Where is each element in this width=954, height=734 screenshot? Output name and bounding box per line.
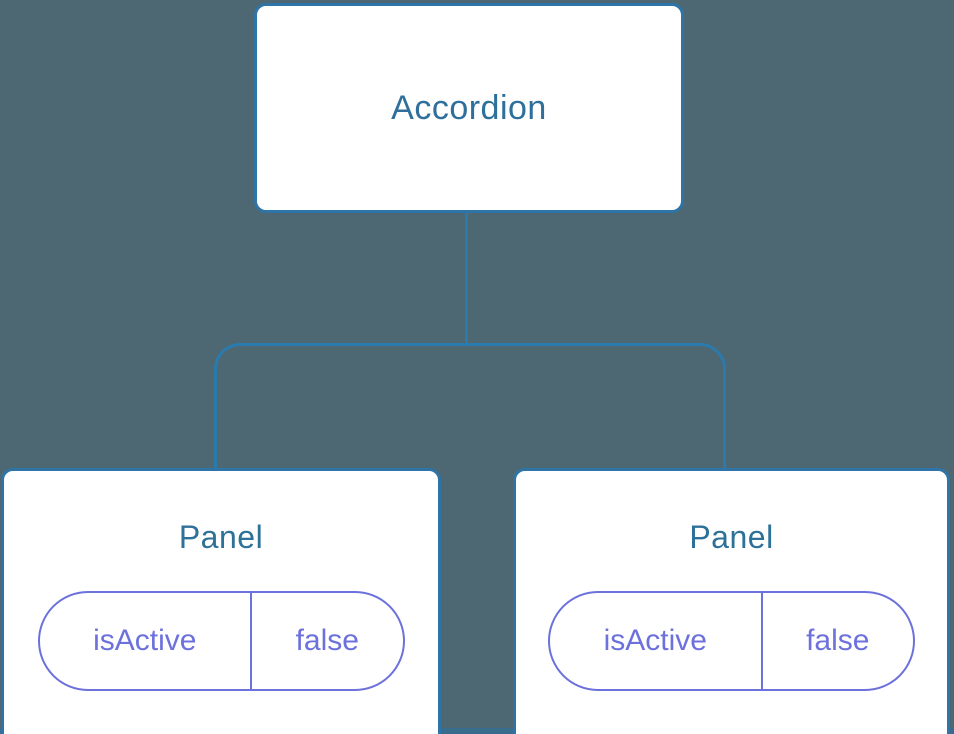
tree-connector-branch <box>214 343 726 471</box>
state-key: isActive <box>40 593 253 689</box>
component-label-accordion: Accordion <box>391 88 547 127</box>
state-value: false <box>295 624 359 657</box>
bottom-edge-strip <box>0 728 954 734</box>
state-pill: isActive false <box>548 591 915 691</box>
state-key: isActive <box>550 593 763 689</box>
state-value: false <box>806 624 870 657</box>
component-label-panel: Panel <box>689 519 774 555</box>
component-box-accordion: Accordion <box>254 3 684 213</box>
component-box-panel-left: Panel isActive false <box>1 468 441 734</box>
tree-connector-stem <box>465 210 468 344</box>
state-pill: isActive false <box>37 591 405 691</box>
component-label-panel: Panel <box>178 519 264 555</box>
component-box-panel-right: Panel isActive false <box>513 468 950 734</box>
